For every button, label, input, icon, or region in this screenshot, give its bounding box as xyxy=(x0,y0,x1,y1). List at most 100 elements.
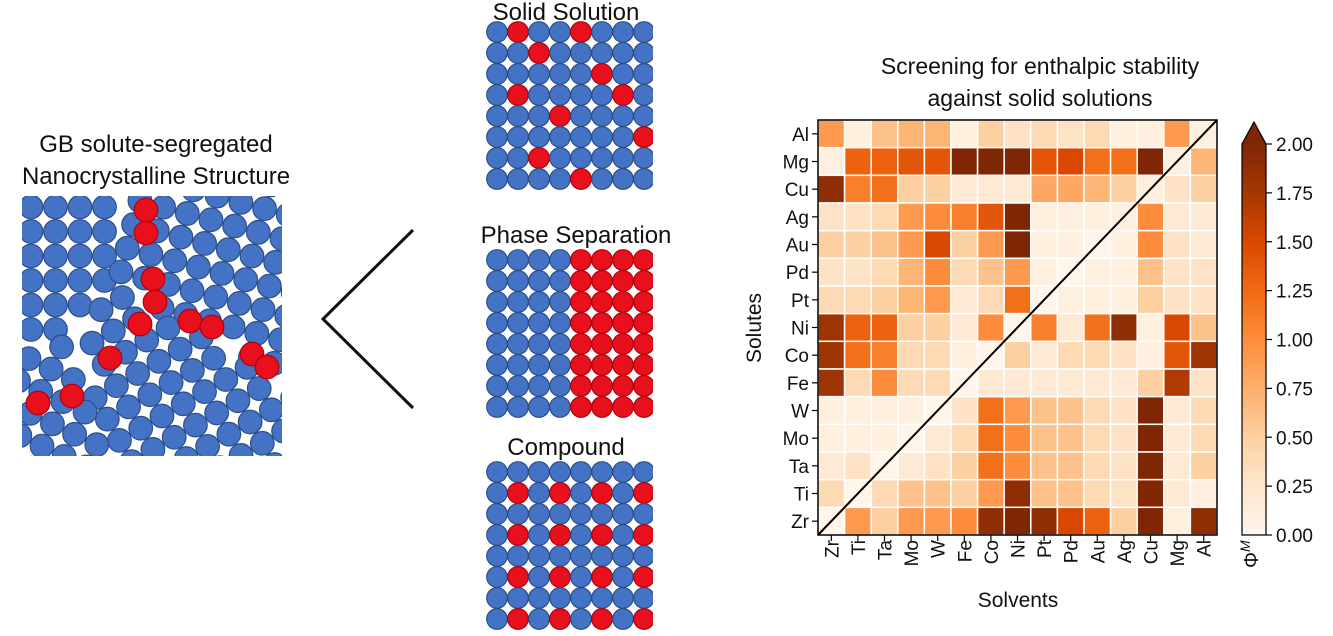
heatmap-cell xyxy=(1083,202,1112,232)
heatmap-cell xyxy=(897,146,926,177)
solvent-atom xyxy=(570,126,592,148)
heatmap-cell xyxy=(1056,395,1085,426)
solvent-atom xyxy=(239,243,265,269)
heatmap-cell xyxy=(870,174,899,204)
solute-atom xyxy=(612,333,634,355)
solvent-atom xyxy=(570,147,592,169)
solvent-atom xyxy=(486,396,508,418)
heatmap-cell xyxy=(1163,312,1192,343)
heatmap-cell xyxy=(843,340,872,370)
heatmap-cell xyxy=(817,202,846,232)
solute-atom xyxy=(591,524,613,546)
solvent-atom xyxy=(507,168,529,190)
chart-title-line1: Screening for enthalpic stability xyxy=(881,53,1200,79)
solvent-atom xyxy=(486,375,508,397)
solvent-atom xyxy=(528,168,550,190)
heatmap-cell xyxy=(1030,119,1059,149)
heatmap-cell xyxy=(1083,451,1112,481)
heatmap-cell xyxy=(1056,202,1085,232)
colorbar-tick-label: 1.25 xyxy=(1276,282,1313,303)
heatmap-cell xyxy=(976,506,1005,536)
solute-atom xyxy=(591,375,613,397)
heatmap-cell xyxy=(817,423,846,453)
solvent-atom xyxy=(49,334,74,360)
heatmap-cell xyxy=(1109,257,1138,287)
heatmap-cell xyxy=(897,312,926,343)
heatmap-cell xyxy=(1003,202,1032,232)
heatmap-cell xyxy=(923,146,952,177)
solute-atom xyxy=(507,482,529,504)
x-tick-label: Ag xyxy=(1115,540,1136,563)
solute-atom xyxy=(507,84,529,106)
solute-atom xyxy=(612,354,634,376)
solvent-atom xyxy=(486,333,508,355)
heatmap-cell xyxy=(843,368,872,398)
left-panel-title-line2: Nanocrystalline Structure xyxy=(21,163,291,190)
heatmap-cell xyxy=(950,478,979,509)
heatmap-cell xyxy=(1030,368,1059,398)
solvent-atom xyxy=(174,201,200,226)
heatmap-cell xyxy=(1109,119,1138,149)
solvent-atom xyxy=(570,105,592,127)
solvent-atom xyxy=(507,291,529,313)
solvent-atom xyxy=(612,42,634,64)
solvent-atom xyxy=(51,444,77,456)
heatmap-cell xyxy=(1083,395,1112,426)
solvent-atom xyxy=(507,270,529,292)
solvent-atom xyxy=(149,403,175,429)
solvent-atom xyxy=(40,411,65,437)
solvent-atom xyxy=(507,587,529,609)
solute-atom xyxy=(633,354,653,376)
solute-atom xyxy=(633,524,653,546)
heatmap-cell xyxy=(843,119,872,149)
heatmap-cell xyxy=(1163,257,1192,287)
heatmap-cell xyxy=(870,119,899,149)
solvent-atom xyxy=(486,503,508,525)
heatmap-cell xyxy=(950,506,979,536)
solvent-atom xyxy=(174,446,199,456)
solvent-atom xyxy=(612,524,634,546)
heatmap-cell xyxy=(1189,423,1218,453)
heatmap-cell xyxy=(1136,146,1165,177)
colorbar-tick-label: 0.00 xyxy=(1276,526,1313,547)
solvent-atom xyxy=(84,432,110,456)
colorbar-extend-triangle xyxy=(1242,122,1266,144)
heatmap-cell xyxy=(1109,506,1138,536)
solute-atom xyxy=(133,220,159,246)
solvent-atom xyxy=(549,291,571,313)
solvent-atom xyxy=(633,147,653,169)
heatmap-cell xyxy=(1003,340,1032,370)
solvent-atom xyxy=(528,587,550,609)
heatmap-cell xyxy=(923,506,952,536)
heatmap-cell xyxy=(843,451,872,481)
solvent-atom xyxy=(507,147,529,169)
heatmap-cell xyxy=(817,478,846,509)
solvent-atom xyxy=(22,368,31,393)
x-tick-label: Al xyxy=(1195,540,1216,557)
solvent-atom xyxy=(486,249,508,271)
heatmap-cell xyxy=(1189,478,1218,509)
heatmap-cell xyxy=(976,229,1005,260)
solvent-atom xyxy=(570,84,592,106)
solute-atom xyxy=(570,375,592,397)
solvent-atom xyxy=(67,219,93,244)
solute-atom xyxy=(591,333,613,355)
heatmap-cell xyxy=(976,368,1005,398)
heatmap-cell xyxy=(1109,395,1138,426)
heatmap-cell xyxy=(1030,146,1059,177)
solvent-atom xyxy=(72,399,98,425)
colorbar-tick-label: 1.50 xyxy=(1276,233,1313,254)
heatmap-cell xyxy=(1056,174,1085,204)
solute-atom xyxy=(591,312,613,334)
solvent-atom xyxy=(258,397,282,423)
solute-atom xyxy=(549,105,571,127)
solvent-atom xyxy=(528,333,550,355)
solvent-atom xyxy=(570,461,592,483)
heatmap-cell xyxy=(976,119,1005,149)
solvent-atom xyxy=(22,292,44,318)
heatmap-cell xyxy=(950,119,979,149)
heatmap-cell xyxy=(817,285,846,315)
solute-atom xyxy=(633,608,653,630)
heatmap-cell xyxy=(1003,451,1032,481)
solvent-atom xyxy=(591,21,613,43)
